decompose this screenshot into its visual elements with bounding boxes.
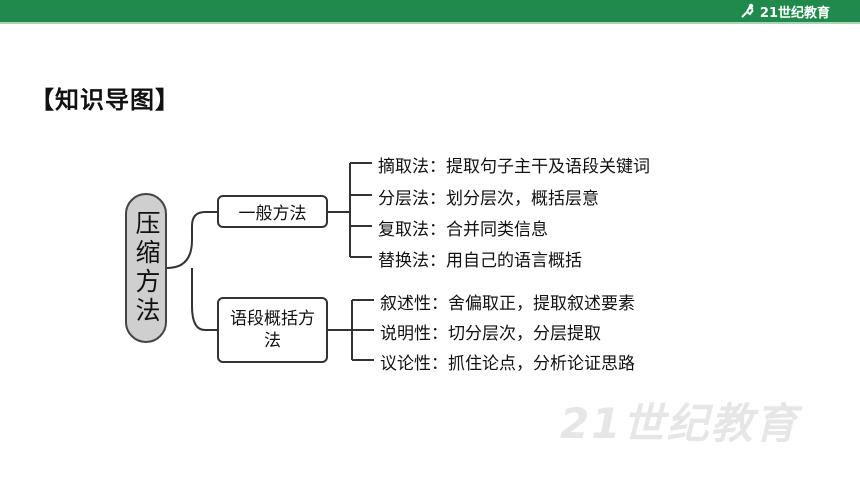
runner-icon: [741, 3, 754, 18]
leaf-extract: 摘取法：提取句子主干及语段关键词: [378, 157, 650, 177]
leaf-narrative: 叙述性：舍偏取正，提取叙述要素: [380, 294, 635, 314]
branch-paragraph-summary-methods: 语段概括方法: [217, 297, 328, 363]
leaf-argumentative: 议论性：抓住论点，分析论证思路: [380, 354, 635, 374]
page-heading: 【知识导图】: [30, 86, 180, 114]
leaf-merge: 复取法：合并同类信息: [378, 220, 548, 240]
root-node: 压缩方法: [125, 193, 167, 343]
branch-label: 语段概括方法: [230, 309, 315, 351]
leaf-expository: 说明性：切分层次，分层提取: [380, 324, 601, 344]
brand-logo: 21世纪教育: [739, 2, 830, 21]
branch-label: 一般方法: [238, 204, 307, 224]
top-banner: [0, 0, 860, 22]
logo-text: 21世纪教育: [759, 5, 830, 21]
root-label: 压缩方法: [132, 210, 161, 326]
leaf-replace: 替换法：用自己的语言概括: [378, 251, 582, 271]
branch-general-methods: 一般方法: [217, 195, 328, 228]
watermark: 21世纪教育: [560, 399, 799, 448]
leaf-layering: 分层法：划分层次，概括层意: [378, 189, 599, 209]
banner-underline: [0, 22, 860, 24]
